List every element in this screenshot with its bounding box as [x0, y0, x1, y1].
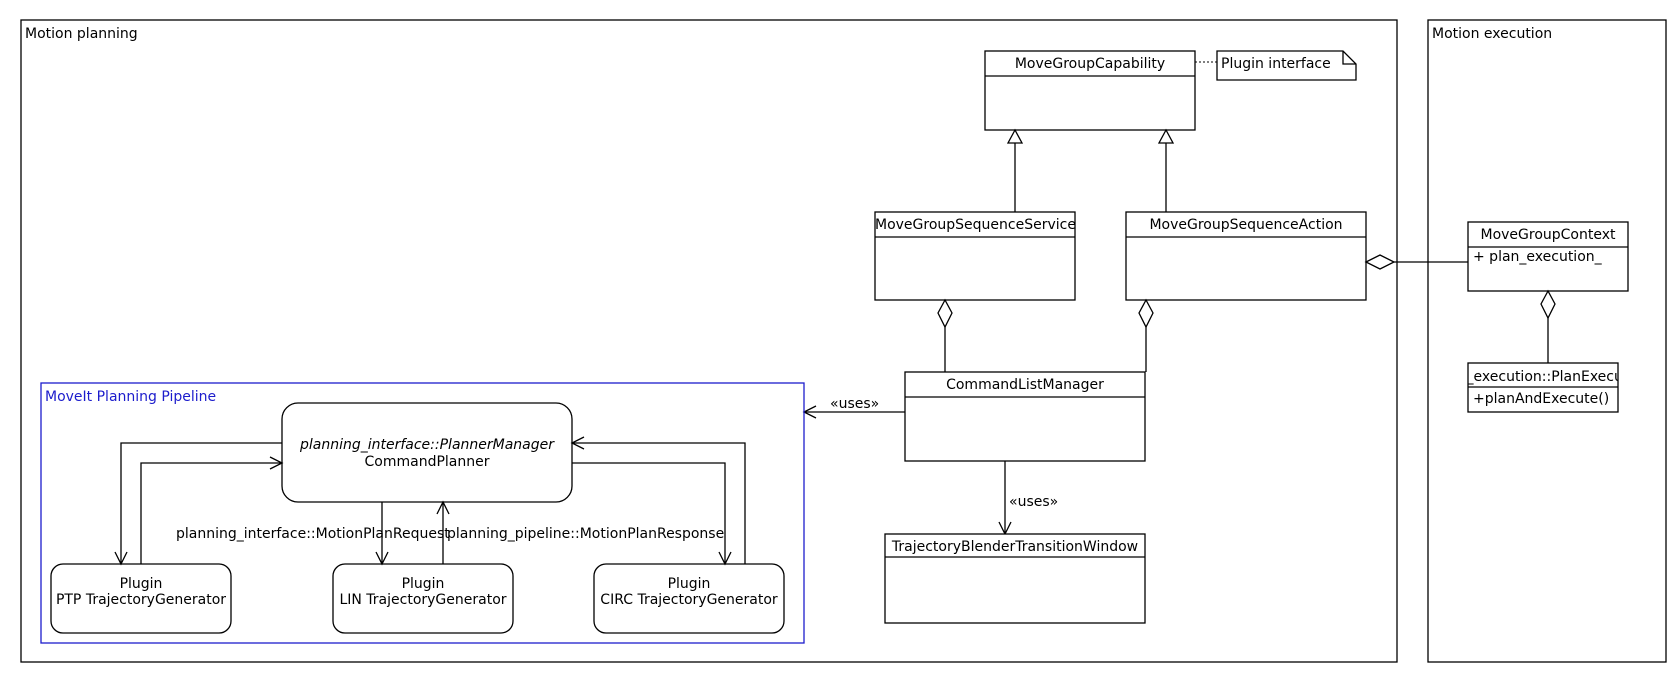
move-group-context-name: MoveGroupContext — [1480, 227, 1616, 243]
circ-to-planner-response — [570, 436, 746, 564]
circ-plugin-label: Plugin — [668, 576, 711, 592]
ptp-to-planner-response — [140, 456, 284, 564]
plan-executor-method: +planAndExecute() — [1473, 391, 1609, 407]
ptp-plugin-label: Plugin — [120, 576, 163, 592]
planner-to-lin-request — [375, 502, 389, 566]
plan-executor-name: plan_execution::PlanExecution — [1436, 369, 1649, 385]
aggregation-action-manager — [1138, 298, 1154, 372]
sequence-service-name: MoveGroupSequenceService — [875, 217, 1076, 233]
plan-executor-class[interactable]: plan_execution::PlanExecution +planAndEx… — [1436, 362, 1649, 413]
command-planner-node[interactable]: planning_interface::PlannerManager Comma… — [281, 402, 573, 503]
sequence-action-name: MoveGroupSequenceAction — [1149, 217, 1342, 233]
generalization-service — [1006, 128, 1024, 212]
circ-generator-node[interactable]: Plugin CIRC TrajectoryGenerator — [593, 563, 785, 634]
lin-to-planner-response — [436, 500, 450, 564]
motion-planning-frame — [20, 19, 1398, 663]
sequence-service-class[interactable]: MoveGroupSequenceService — [874, 211, 1076, 301]
planner-to-circ-request — [572, 462, 732, 566]
lin-generator-node[interactable]: Plugin LIN TrajectoryGenerator — [332, 563, 514, 634]
request-label: planning_interface::MotionPlanRequest — [176, 526, 450, 542]
ptp-generator-node[interactable]: Plugin PTP TrajectoryGenerator — [50, 563, 232, 634]
generalization-action — [1157, 128, 1175, 212]
move-group-capability-class[interactable]: MoveGroupCapability — [984, 50, 1196, 131]
uses-pipeline-label: «uses» — [830, 396, 879, 412]
motion-execution-frame — [1427, 19, 1667, 663]
plugin-interface-note-text: Plugin interface — [1221, 56, 1331, 72]
motion-execution-label: Motion execution — [1432, 26, 1552, 42]
command-list-manager-class[interactable]: CommandListManager — [904, 371, 1146, 462]
blender-window-name: TrajectoryBlenderTransitionWindow — [891, 539, 1138, 555]
lin-generator-name: LIN TrajectoryGenerator — [339, 592, 506, 608]
command-list-manager-name: CommandListManager — [946, 377, 1104, 393]
planning-pipeline-label: MoveIt Planning Pipeline — [45, 389, 216, 405]
move-group-context-attribute: + plan_execution_ — [1473, 249, 1603, 265]
planner-to-ptp-request — [114, 442, 282, 566]
ptp-generator-name: PTP TrajectoryGenerator — [56, 592, 226, 608]
aggregation-context-executor — [1540, 289, 1556, 363]
response-label: planning_pipeline::MotionPlanResponse — [447, 526, 724, 542]
sequence-action-class[interactable]: MoveGroupSequenceAction — [1125, 211, 1367, 301]
aggregation-service-manager — [937, 298, 953, 372]
lin-plugin-label: Plugin — [402, 576, 445, 592]
planner-interface-name: planning_interface::PlannerManager — [299, 437, 555, 453]
uses-blender-label: «uses» — [1009, 494, 1058, 510]
command-planner-name: CommandPlanner — [365, 454, 490, 470]
plugin-interface-note: Plugin interface — [1216, 50, 1357, 81]
move-group-context-class[interactable]: MoveGroupContext + plan_execution_ — [1467, 221, 1629, 292]
motion-planning-label: Motion planning — [25, 26, 138, 42]
aggregation-action-context — [1364, 254, 1468, 270]
circ-generator-name: CIRC TrajectoryGenerator — [600, 592, 778, 608]
planning-pipeline-frame — [40, 382, 805, 644]
move-group-capability-name: MoveGroupCapability — [1015, 56, 1165, 72]
blender-window-class[interactable]: TrajectoryBlenderTransitionWindow — [884, 533, 1146, 624]
